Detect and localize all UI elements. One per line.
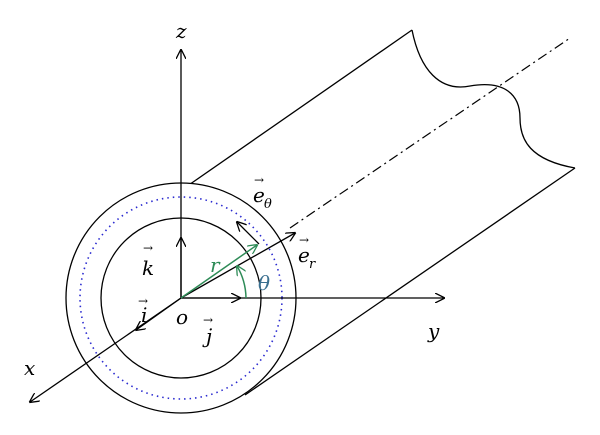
cylinder-far-end-profile [411, 29, 576, 169]
label-e-r-sub: r [309, 257, 316, 272]
cylinder-bottom-edge [244, 167, 576, 396]
label-r: r [210, 253, 221, 277]
label-e-r-arrow: → [299, 233, 309, 247]
label-i-arrow: → [138, 294, 148, 308]
label-e-theta-arrow: → [254, 173, 264, 187]
unit-vector-i [136, 297, 182, 330]
cylinder-top-edge [159, 29, 413, 206]
label-z: z [175, 19, 187, 43]
label-origin: o [176, 305, 188, 329]
label-theta: θ [258, 271, 270, 295]
label-y: y [427, 319, 440, 343]
theta-angle-arc [237, 266, 247, 299]
unit-vectors [136, 238, 240, 330]
label-k-arrow: → [143, 241, 153, 255]
cylinder-body [159, 29, 576, 396]
label-j-arrow: → [203, 313, 213, 327]
label-e-theta: e [253, 183, 265, 207]
radius-r [180, 245, 257, 299]
cylinder-centerline [289, 37, 571, 229]
e-theta-vector [237, 222, 260, 245]
label-x: x [24, 356, 35, 380]
label-i: i [141, 303, 147, 327]
label-e-r: e [298, 243, 310, 267]
label-k: k [142, 256, 154, 280]
label-e-theta-sub: θ [264, 197, 272, 212]
label-j: j [202, 324, 212, 348]
